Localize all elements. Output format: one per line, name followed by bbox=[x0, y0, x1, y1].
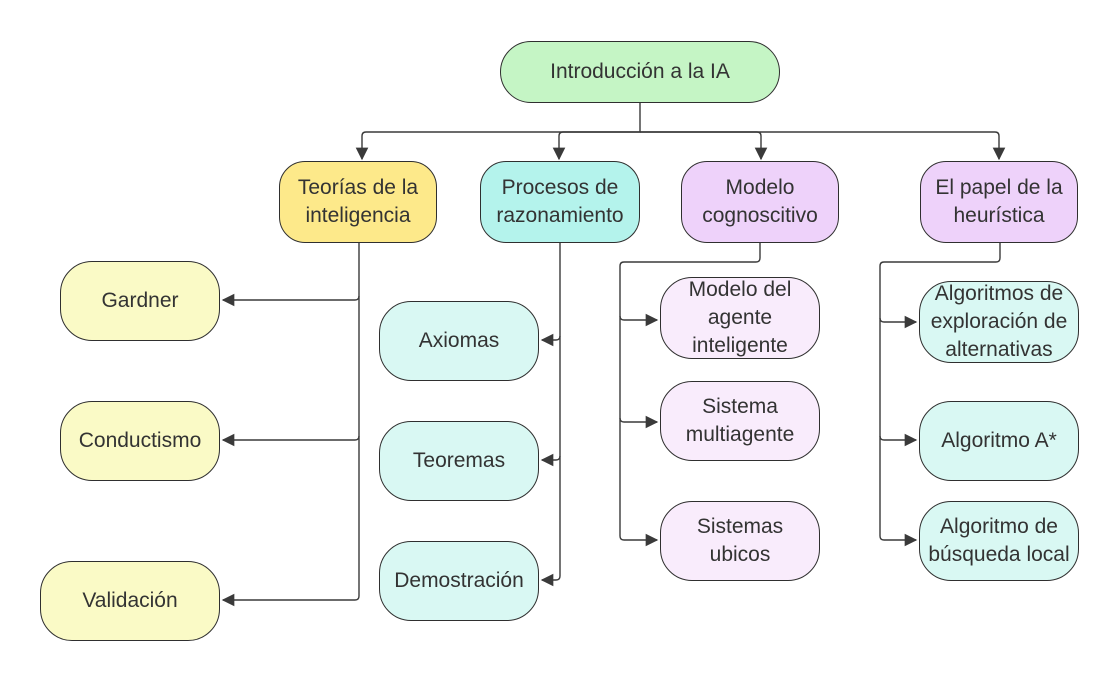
connector-root-procesos bbox=[552, 131, 640, 161]
leaf-ubicos: Sistemas ubicos bbox=[660, 501, 820, 581]
leaf-conductismo: Conductismo bbox=[60, 401, 220, 481]
connector-procesos-teoremas bbox=[540, 336, 561, 467]
connector-teorias-gardner bbox=[221, 243, 360, 307]
leaf-validacion: Validación bbox=[40, 561, 220, 641]
branch-procesos: Procesos de razonamiento bbox=[480, 161, 640, 243]
connector-heuristica-exploracion bbox=[879, 243, 1001, 329]
connector-modelo-ubicos bbox=[619, 418, 659, 547]
connector-teorias-conductismo bbox=[221, 296, 360, 447]
connector-procesos-axiomas bbox=[540, 243, 561, 347]
branch-teorias: Teorías de la inteligencia bbox=[279, 161, 437, 243]
leaf-teoremas: Teoremas bbox=[379, 421, 539, 501]
leaf-demostracion: Demostración bbox=[379, 541, 539, 621]
connector-root-modelo bbox=[640, 131, 768, 161]
connector-modelo-multiagente bbox=[619, 316, 659, 429]
branch-modelo: Modelo cognoscitivo bbox=[681, 161, 839, 243]
leaf-gardner: Gardner bbox=[60, 261, 220, 341]
connector-root-teorias bbox=[355, 103, 641, 161]
root-node: Introducción a la IA bbox=[500, 41, 780, 103]
branch-heuristica: El papel de la heurística bbox=[920, 161, 1078, 243]
leaf-algoritmo-a-star: Algoritmo A* bbox=[919, 401, 1079, 481]
leaf-axiomas: Axiomas bbox=[379, 301, 539, 381]
connector-modelo-agente bbox=[619, 243, 761, 327]
connector-heuristica-local bbox=[879, 436, 918, 547]
leaf-multiagente: Sistema multiagente bbox=[660, 381, 820, 461]
connector-root-heuristica bbox=[640, 131, 1006, 161]
connector-heuristica-astar bbox=[879, 318, 918, 447]
connector-teorias-validacion bbox=[221, 436, 360, 607]
leaf-agente-inteligente: Modelo del agente inteligente bbox=[660, 277, 820, 359]
leaf-busqueda-local: Algoritmo de búsqueda local bbox=[919, 501, 1079, 581]
leaf-exploracion: Algoritmos de exploración de alternativa… bbox=[919, 281, 1079, 363]
connector-procesos-demostracion bbox=[540, 456, 561, 587]
